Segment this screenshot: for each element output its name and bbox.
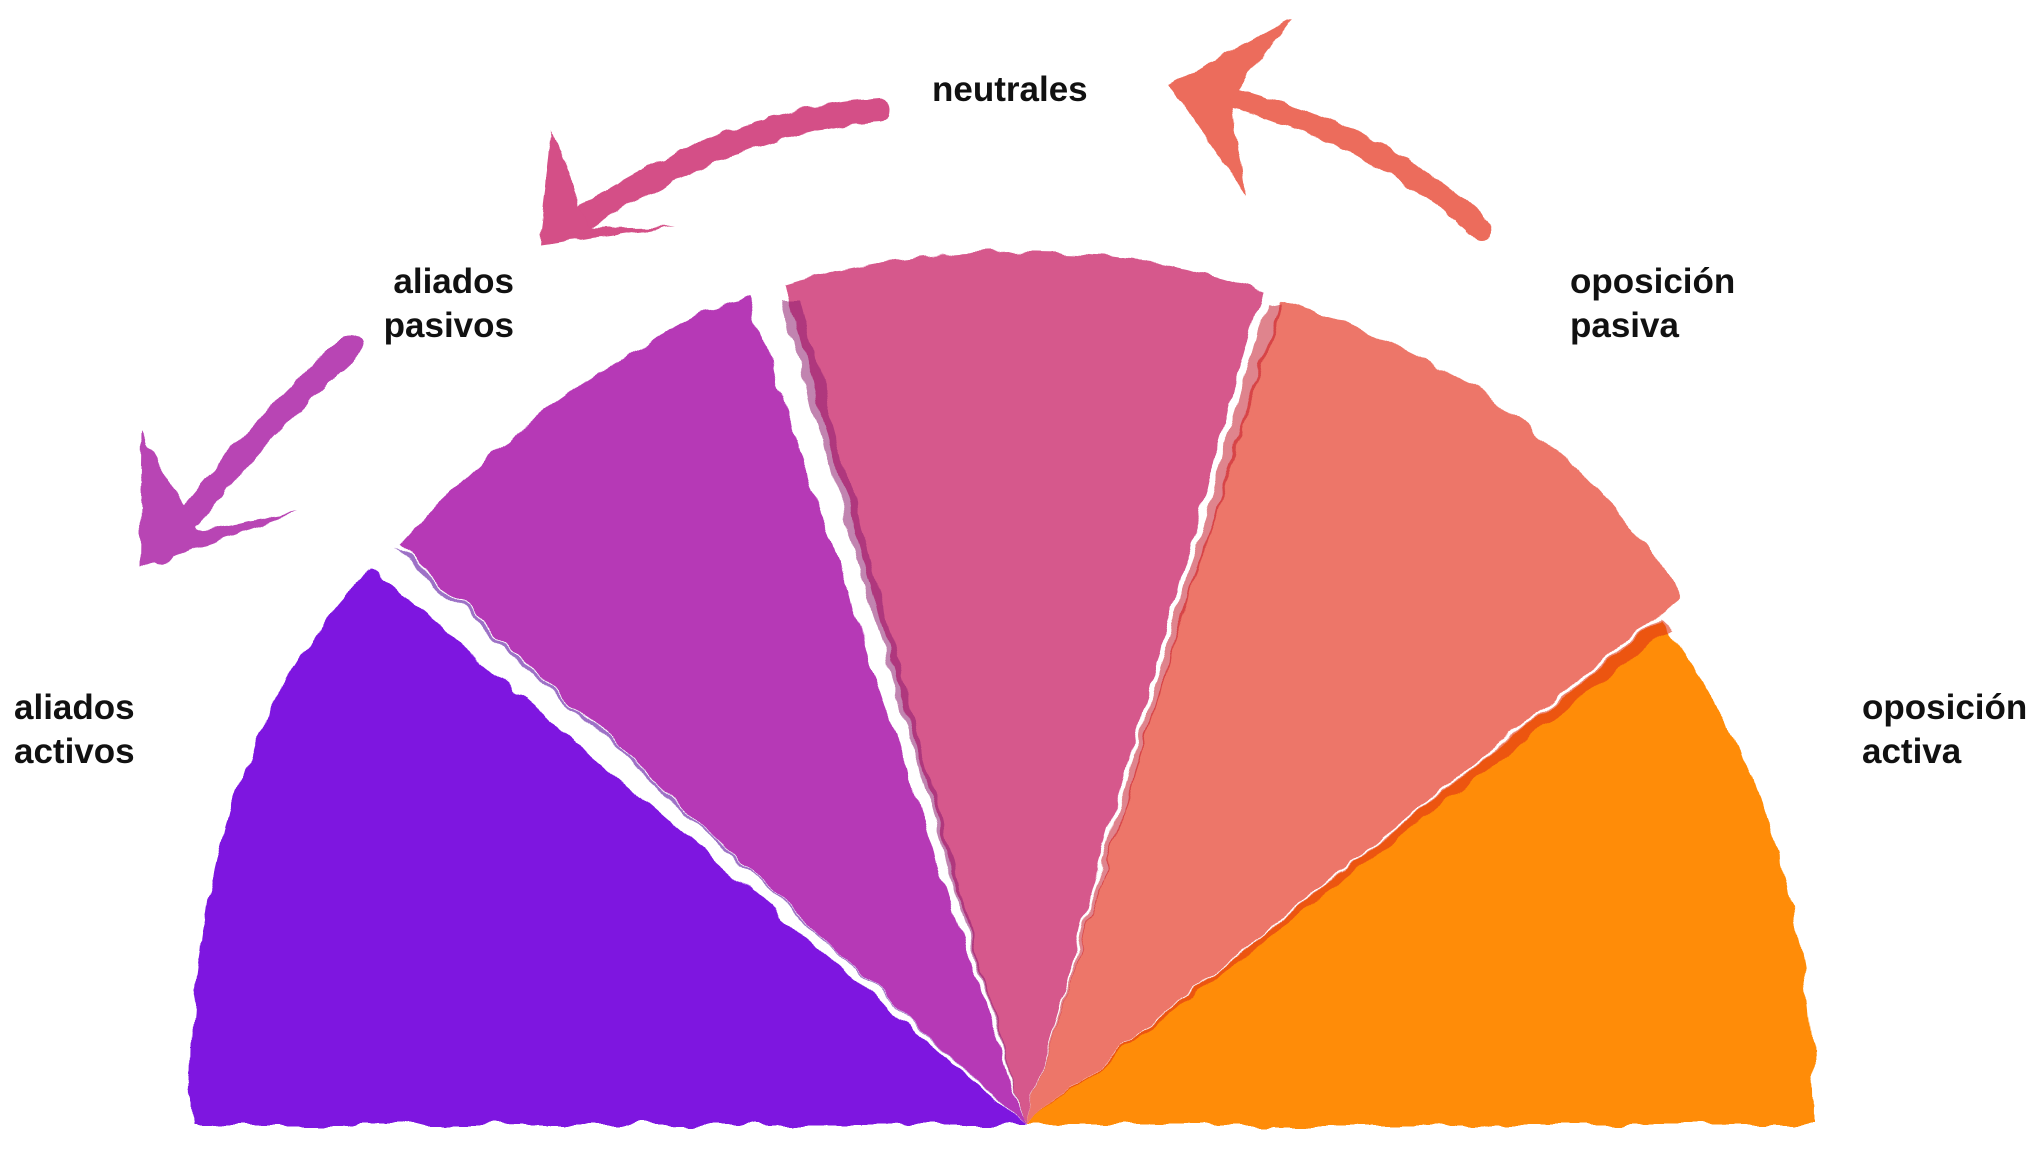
wedge-aliados-activos xyxy=(191,568,1026,1125)
arrow-pasivos-to-activos-icon xyxy=(140,333,364,568)
label-line: aliados xyxy=(393,262,514,301)
seam-pasiva-activa xyxy=(1025,618,1672,1125)
arrow-head xyxy=(540,132,676,245)
label-line: activos xyxy=(14,732,135,771)
arrow-neutrales-to-pasivos-icon xyxy=(540,98,892,245)
label-aliados-activos: aliados activos xyxy=(14,686,135,774)
label-line: pasiva xyxy=(1570,306,1679,345)
label-line: pasivos xyxy=(383,306,514,345)
arrow-shaft xyxy=(1189,79,1493,241)
arrow-shaft xyxy=(563,98,892,237)
label-oposicion-pasiva: oposición pasiva xyxy=(1570,260,1735,348)
label-neutrales: neutrales xyxy=(932,68,1088,112)
wedge-neutrales xyxy=(785,251,1262,1125)
wedge-aliados-pasivos xyxy=(400,294,1025,1125)
arrow-head xyxy=(1168,18,1292,196)
label-line: aliados xyxy=(14,688,135,727)
wedge-oposicion-activa xyxy=(1025,620,1815,1125)
label-line: activa xyxy=(1862,732,1962,771)
wedge-oposicion-pasiva xyxy=(1025,300,1680,1125)
seam-activos-pasivos xyxy=(395,548,1025,1125)
label-aliados-pasivos: aliados pasivos xyxy=(384,260,514,348)
label-line: oposición xyxy=(1862,688,2028,727)
label-line: neutrales xyxy=(932,70,1088,109)
seam-pasivos-neutrales xyxy=(780,300,1025,1125)
arrow-head xyxy=(140,432,298,568)
arrow-pasiva-to-neutrales-icon xyxy=(1168,18,1493,241)
label-line: oposición xyxy=(1570,262,1736,301)
label-oposicion-activa: oposición activa xyxy=(1862,686,2027,774)
seam-neutrales-pasiva xyxy=(1025,300,1282,1125)
